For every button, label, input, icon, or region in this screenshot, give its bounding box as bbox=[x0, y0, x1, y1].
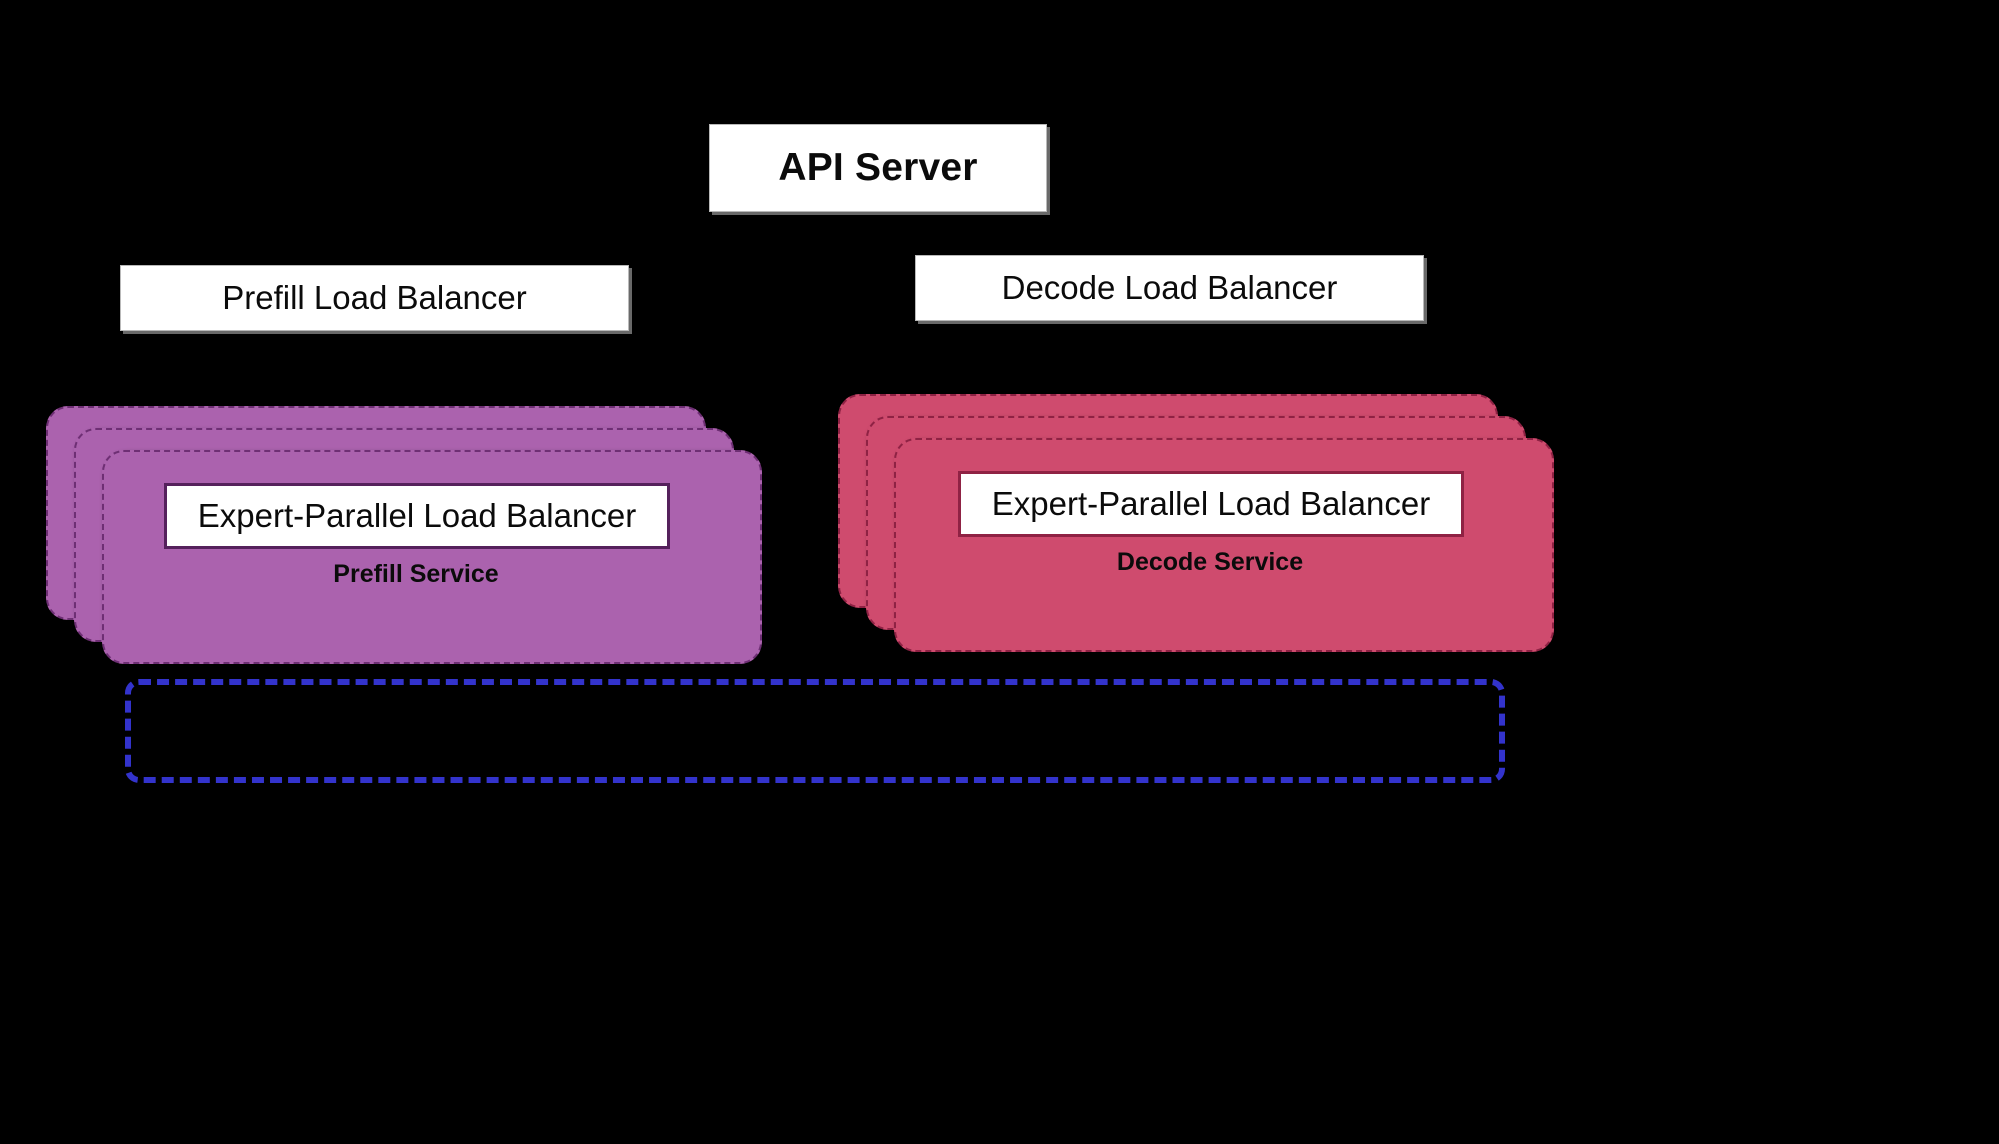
decode-expert-parallel-load-balancer-box[interactable]: Expert-Parallel Load Balancer bbox=[958, 471, 1464, 537]
prefill-expert-parallel-load-balancer-label: Expert-Parallel Load Balancer bbox=[197, 497, 637, 534]
bottom-dashed-container[interactable] bbox=[125, 679, 1505, 783]
edge-api-to-prefill-lb bbox=[361, 166, 709, 267]
prefill-expert-parallel-load-balancer-box[interactable]: Expert-Parallel Load Balancer bbox=[164, 483, 670, 549]
prefill-service-caption: Prefill Service bbox=[333, 560, 499, 588]
decode-load-balancer-label: Decode Load Balancer bbox=[1001, 268, 1338, 306]
edge-api-to-decode-lb bbox=[1047, 166, 1184, 257]
decode-expert-parallel-load-balancer-label: Expert-Parallel Load Balancer bbox=[991, 485, 1431, 522]
decode-service-caption: Decode Service bbox=[1116, 548, 1304, 576]
api-server-box[interactable]: API Server bbox=[709, 124, 1047, 212]
prefill-load-balancer-box[interactable]: Prefill Load Balancer bbox=[120, 265, 629, 331]
prefill-load-balancer-label: Prefill Load Balancer bbox=[222, 278, 527, 316]
decode-load-balancer-box[interactable]: Decode Load Balancer bbox=[915, 255, 1424, 321]
api-server-label: API Server bbox=[778, 145, 978, 189]
